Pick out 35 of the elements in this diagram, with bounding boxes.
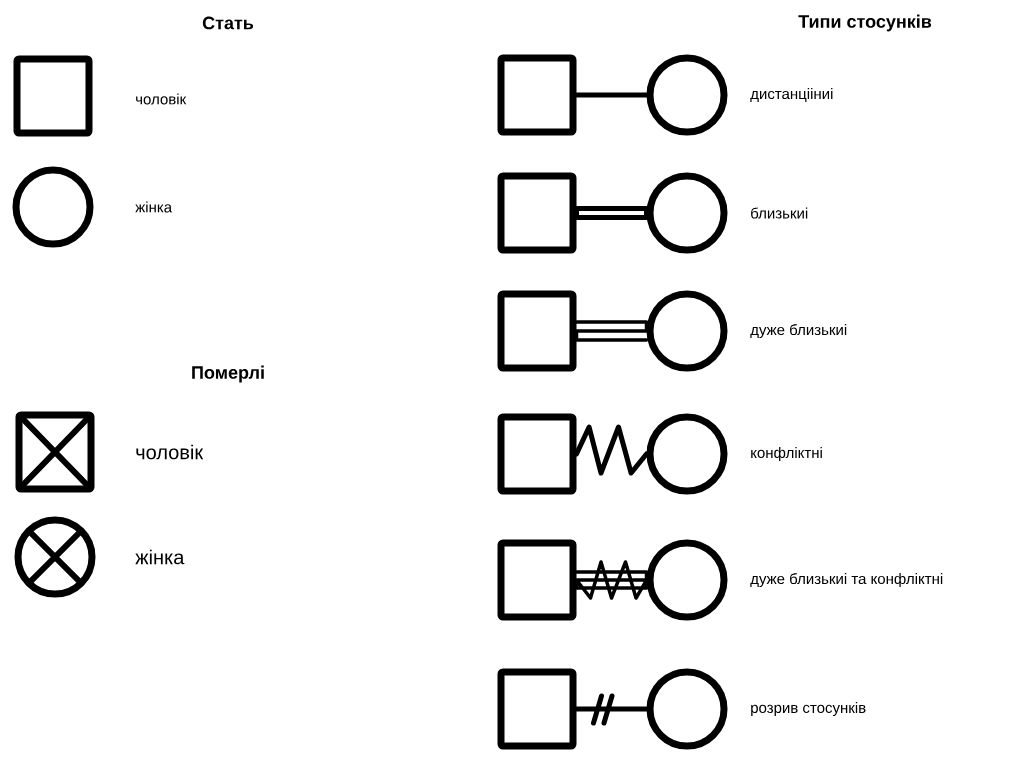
relationship-line	[574, 424, 649, 476]
legend-text: розрив стосунків	[751, 702, 866, 716]
relationship-line	[574, 206, 649, 220]
circle-symbol	[646, 413, 728, 495]
legend-text: чоловік	[136, 93, 187, 105]
legend-text: конфліктні	[751, 447, 822, 461]
square-symbol	[497, 172, 577, 254]
circle-symbol	[646, 290, 728, 372]
crossed-square-symbol	[15, 411, 95, 493]
section-heading: Стать	[202, 16, 254, 30]
legend-text: дуже близькиі	[750, 323, 847, 339]
circle-symbol	[646, 668, 728, 750]
legend-text: чоловік	[136, 444, 204, 460]
legend-text: близькиі	[751, 207, 808, 219]
relationship-line	[574, 92, 649, 98]
circle-symbol	[646, 539, 728, 621]
crossed-circle-symbol	[14, 516, 96, 598]
section-heading: Типи стосунків	[798, 14, 932, 32]
legend-text: жінка	[135, 549, 185, 565]
square-symbol	[497, 413, 577, 495]
circle-symbol	[646, 172, 728, 254]
square-symbol	[497, 54, 577, 136]
square-symbol	[13, 55, 93, 137]
legend-text: жінка	[135, 201, 173, 213]
section-heading: Померлі	[192, 365, 264, 383]
legend-text: дуже близькиі та конфліктні	[750, 572, 943, 588]
relationship-line	[574, 693, 649, 726]
square-symbol	[497, 290, 577, 372]
square-symbol	[497, 668, 577, 750]
relationship-line	[574, 320, 649, 342]
circle-symbol	[12, 166, 94, 248]
relationship-line	[574, 560, 649, 600]
square-symbol	[497, 539, 577, 621]
circle-symbol	[646, 54, 728, 136]
legend-text: дистанцііниі	[750, 88, 833, 102]
